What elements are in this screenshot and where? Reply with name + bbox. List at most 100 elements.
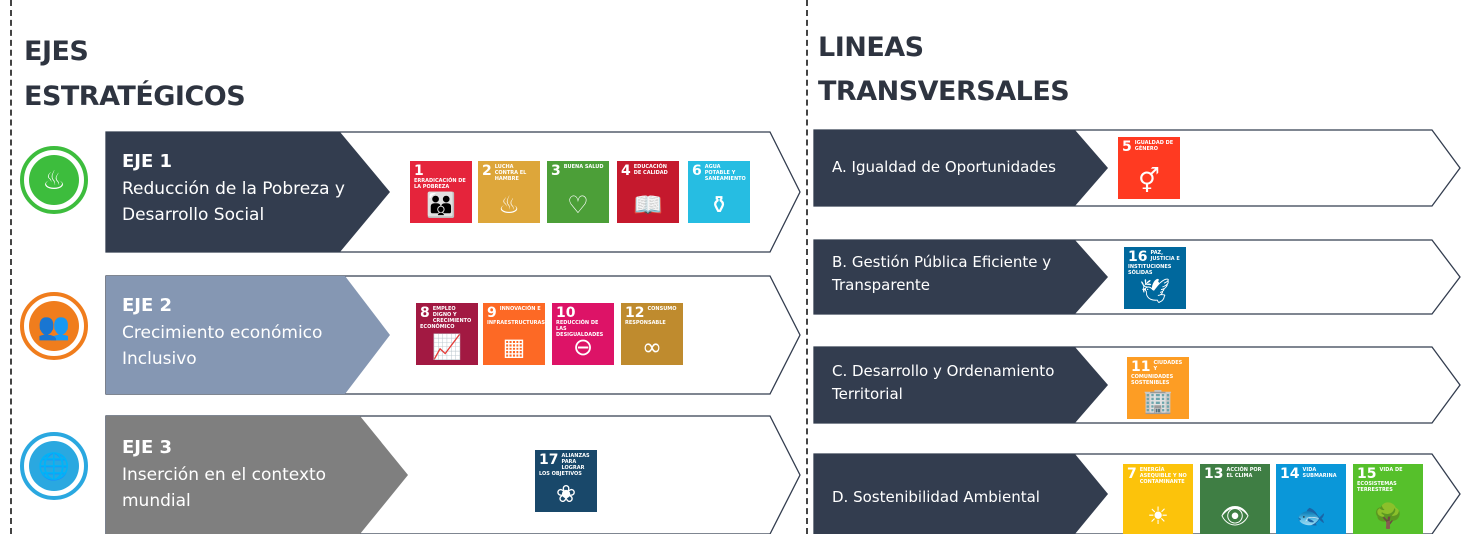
lineas-heading-line1: LINEAS — [818, 32, 924, 63]
sdg-14-label: Vida submarina — [1302, 467, 1337, 479]
sdg-10-tile: 10Reducción de las desigualdades⊖ — [552, 303, 614, 365]
sdg-5-tile: 5Igualdad de género ⚥ — [1118, 137, 1180, 199]
sdg-12-icon: ∞ — [642, 333, 662, 361]
globe-icon: 🌐 — [20, 432, 88, 500]
sdg-3-icon: ♡ — [567, 191, 589, 219]
sdg-15-icon: 🌳 — [1373, 502, 1403, 530]
center-dashed-divider — [806, 0, 808, 534]
sdg-16-icon: 🕊 — [1139, 277, 1171, 305]
eje1-desc-line1: Reducción de la Pobreza y — [122, 179, 345, 199]
sdg-4-number: 4 — [621, 163, 631, 179]
sdg-10-number: 10 — [556, 305, 576, 321]
ejes-heading-line2: ESTRATÉGICOS — [24, 81, 246, 112]
sdg-17-tile: 17Alianzas para lograr los objetivos ❀ — [535, 450, 597, 512]
sdg-13-icon: 👁 — [1219, 502, 1251, 530]
eje3-desc-line2: mundial — [122, 491, 191, 511]
soup-bowl-icon: ♨ — [20, 146, 88, 214]
sdg-9-label: Innovación e infraestructuras — [487, 306, 545, 326]
linea-a-line1: A. Igualdad de Oportunidades — [832, 158, 1056, 176]
sdg-11-label: Ciudades y comunidades sostenibles — [1131, 360, 1183, 386]
sdg-13-number: 13 — [1204, 466, 1224, 482]
sdg-4-label: Educación de calidad — [633, 164, 668, 176]
sdg-1-icon: 👪 — [426, 191, 456, 219]
sdg-12-label: Consumo responsable — [625, 306, 677, 326]
sdg-9-tile: 9Innovación e infraestructuras ▦ — [483, 303, 545, 365]
sdg-2-icon: ♨ — [498, 191, 520, 219]
linea-a-inner-arrow — [814, 130, 1108, 206]
sdg-3-label: Buena salud — [563, 164, 604, 170]
sdg-15-label: Vida de ecosistemas terrestres — [1357, 467, 1403, 493]
sdg-10-icon: ⊖ — [572, 333, 594, 361]
lineas-heading-line2: TRANSVERSALES — [818, 76, 1070, 107]
eje3-desc-line1: Inserción en el contexto — [122, 465, 327, 485]
linea-b-inner-arrow — [814, 240, 1108, 314]
sdg-11-icon: 🏢 — [1143, 387, 1173, 415]
linea-d-inner-arrow — [814, 454, 1108, 534]
sdg-9-number: 9 — [487, 305, 497, 321]
sdg-2-label: Lucha contra el hambre — [494, 164, 527, 182]
ejes-heading-line1: EJES — [24, 36, 89, 67]
sdg-16-number: 16 — [1128, 249, 1148, 265]
sdg-6-label: Agua potable y saneamiento — [704, 164, 746, 182]
sdg-11-tile: 11Ciudades y comunidades sostenibles🏢 — [1127, 357, 1189, 419]
sdg-17-icon: ❀ — [555, 480, 577, 508]
sdg-14-icon: 🐟 — [1296, 502, 1326, 530]
sdg-8-icon: 📈 — [432, 333, 462, 361]
sdg-15-number: 15 — [1357, 466, 1377, 482]
sdg-16-tile: 16Paz, justicia e instituciones sólidas🕊 — [1124, 247, 1186, 309]
sdg-17-number: 17 — [539, 452, 559, 468]
sdg-5-label: Igualdad de género — [1134, 140, 1174, 152]
eje1-desc-line2: Desarrollo Social — [122, 205, 265, 225]
sdg-7-number: 7 — [1127, 466, 1137, 482]
sdg-2-tile: 2Lucha contra el hambre ♨ — [478, 161, 540, 223]
linea-b-line1: B. Gestión Pública Eficiente y — [832, 253, 1052, 271]
sdg-3-number: 3 — [551, 163, 561, 179]
sdg-7-label: Energía asequible y no contaminante — [1139, 467, 1187, 485]
eje3-inner-arrow — [106, 416, 408, 534]
sdg-7-tile: 7Energía asequible y no contaminante ☀ — [1123, 464, 1193, 534]
linea-c-line2: Territorial — [832, 385, 903, 403]
sdg-6-number: 6 — [692, 163, 702, 179]
sdg-7-icon: ☀ — [1147, 502, 1169, 530]
sdg-9-icon: ▦ — [502, 333, 526, 361]
sdg-14-tile: 14Vida submarina 🐟 — [1276, 464, 1346, 534]
sdg-16-label: Paz, justicia e instituciones sólidas — [1128, 250, 1180, 276]
sdg-5-icon: ⚥ — [1138, 167, 1160, 195]
sdg-2-number: 2 — [482, 163, 492, 179]
eje2-desc-line1: Crecimiento económico — [122, 323, 323, 343]
sdg-3-tile: 3Buena salud ♡ — [547, 161, 609, 223]
people-holding-hands-icon: 👥 — [20, 292, 88, 360]
linea-d-text: D. Sostenibilidad Ambiental — [832, 486, 1040, 509]
sdg-1-label: Erradicación de la pobreza — [414, 178, 466, 190]
sdg-13-label: Acción por el clima — [1226, 467, 1262, 479]
sdg-11-number: 11 — [1131, 359, 1151, 375]
sdg-15-tile: 15Vida de ecosistemas terrestres 🌳 — [1353, 464, 1423, 534]
linea-d-line1: D. Sostenibilidad Ambiental — [832, 488, 1040, 506]
eje2-title: EJE 2 — [122, 295, 173, 316]
linea-c-inner-arrow — [814, 347, 1108, 423]
sdg-4-icon: 📖 — [633, 191, 663, 219]
sdg-8-label: Empleo digno y crecimiento económico — [420, 306, 472, 330]
sdg-17-label: Alianzas para lograr los objetivos — [539, 453, 590, 477]
sdg-12-tile: 12Consumo responsable ∞ — [621, 303, 683, 365]
linea-c-line1: C. Desarrollo y Ordenamiento — [832, 362, 1055, 380]
sdg-13-tile: 13Acción por el clima 👁 — [1200, 464, 1270, 534]
linea-a-text: A. Igualdad de Oportunidades — [832, 156, 1056, 179]
eje2-desc-line2: Inclusivo — [122, 349, 197, 369]
eje3-text: EJE 3 Inserción en el contexto mundial — [122, 434, 326, 514]
eje2-inner-arrow — [106, 276, 390, 394]
sdg-1-tile: 1Erradicación de la pobreza👪 — [410, 161, 472, 223]
sdg-4-tile: 4Educación de calidad 📖 — [617, 161, 679, 223]
sdg-12-number: 12 — [625, 305, 645, 321]
linea-c-text: C. Desarrollo y Ordenamiento Territorial — [832, 360, 1054, 406]
eje1-inner-arrow — [106, 132, 390, 252]
sdg-10-label: Reducción de las desigualdades — [556, 320, 604, 338]
sdg-14-number: 14 — [1280, 466, 1300, 482]
eje1-text: EJE 1 Reducción de la Pobreza y Desarrol… — [122, 148, 345, 228]
sdg-5-number: 5 — [1122, 139, 1132, 155]
sdg-8-number: 8 — [420, 305, 430, 321]
sdg-8-tile: 8Empleo digno y crecimiento económico 📈 — [416, 303, 478, 365]
linea-b-line2: Transparente — [832, 276, 931, 294]
eje2-text: EJE 2 Crecimiento económico Inclusivo — [122, 292, 322, 372]
left-dashed-divider — [10, 0, 12, 534]
